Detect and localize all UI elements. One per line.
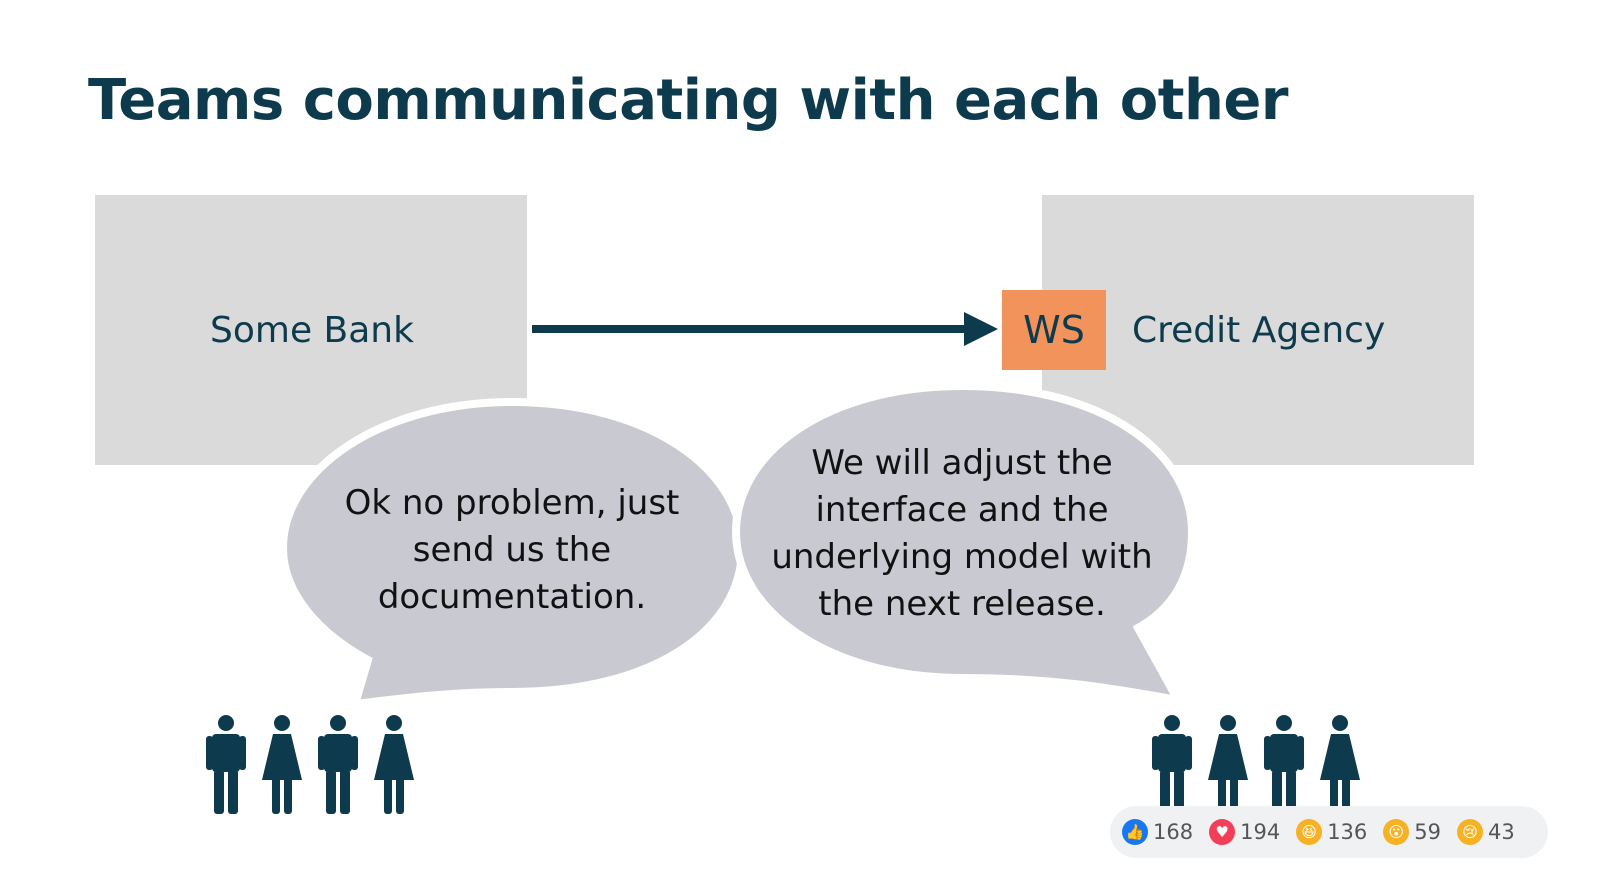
reaction-count: 194 xyxy=(1240,820,1281,844)
speech-bubble-left-text: Ok no problem, just send us the document… xyxy=(344,483,680,617)
reaction-count: 59 xyxy=(1414,820,1442,844)
bank-team-people xyxy=(204,714,416,814)
haha-icon: 😆 xyxy=(1296,819,1323,845)
female-person-icon xyxy=(1318,714,1362,814)
reaction-haha[interactable]: 😆136 xyxy=(1296,819,1367,845)
male-person-icon xyxy=(1262,714,1306,814)
ws-interface-box: WS xyxy=(1002,290,1106,370)
reaction-count: 43 xyxy=(1488,820,1515,844)
some-bank-label: Some Bank xyxy=(210,310,414,351)
male-person-icon xyxy=(1150,714,1194,814)
female-person-icon xyxy=(372,714,416,814)
reactions-bar: 👍168 ♥194 😆136 😮59 😢43 xyxy=(1110,806,1548,858)
male-person-icon xyxy=(204,714,248,814)
reaction-wow[interactable]: 😮59 xyxy=(1383,819,1441,845)
male-person-icon xyxy=(316,714,360,814)
wow-icon: 😮 xyxy=(1383,819,1410,845)
female-person-icon xyxy=(1206,714,1250,814)
reaction-count: 168 xyxy=(1153,820,1194,844)
credit-agency-label: Credit Agency xyxy=(1132,310,1386,351)
reaction-count: 136 xyxy=(1327,820,1368,844)
slide-title: Teams communicating with each other xyxy=(88,68,1289,133)
love-icon: ♥ xyxy=(1209,819,1236,845)
reaction-like[interactable]: 👍168 xyxy=(1122,819,1193,845)
speech-bubble-right-text: We will adjust the interface and the und… xyxy=(771,443,1153,624)
agency-team-people xyxy=(1150,714,1362,814)
sad-icon: 😢 xyxy=(1457,819,1484,845)
like-icon: 👍 xyxy=(1122,819,1148,845)
reaction-love[interactable]: ♥194 xyxy=(1209,819,1280,845)
speech-bubble-right xyxy=(731,381,1197,706)
speech-bubble-left xyxy=(278,397,747,709)
female-person-icon xyxy=(260,714,304,814)
connection-arrow-head xyxy=(964,312,998,346)
reaction-sad[interactable]: 😢43 xyxy=(1457,819,1515,845)
